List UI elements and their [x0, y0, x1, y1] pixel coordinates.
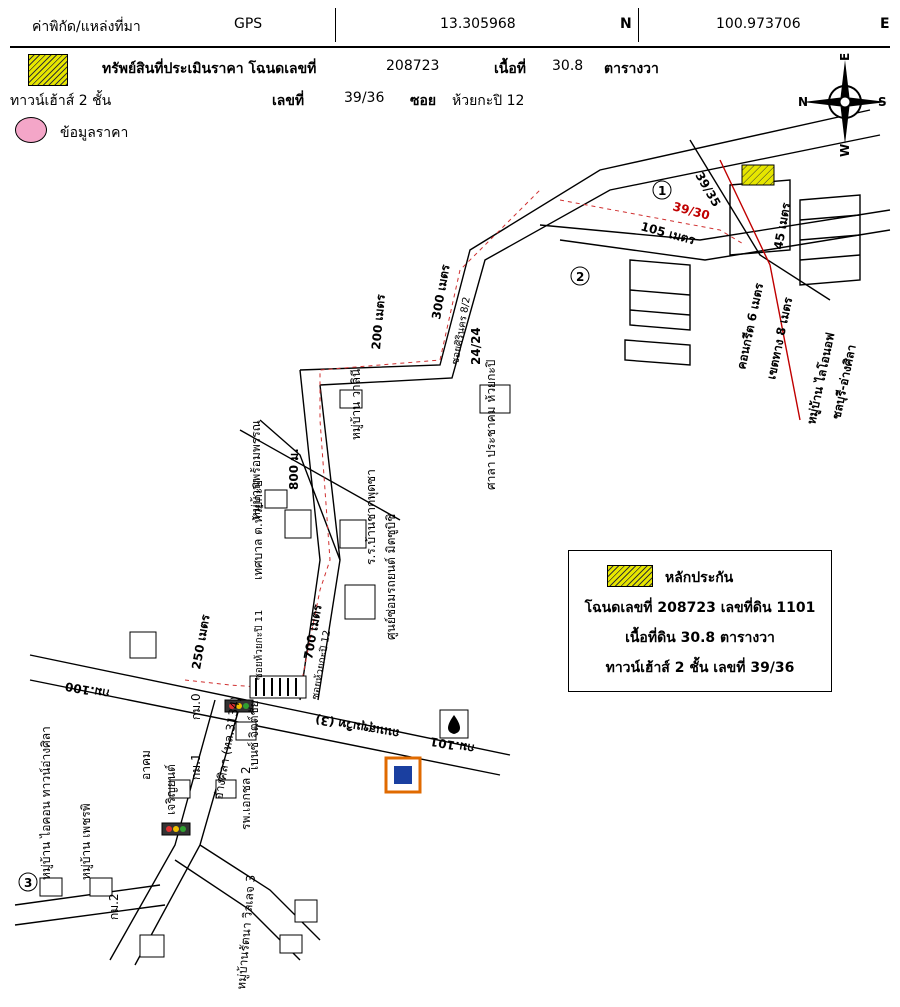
legend-area: เนื้อที่ดิน 30.8 ตารางวา — [625, 630, 775, 646]
traffic-light-icon — [161, 822, 191, 836]
deed-number: 208723 — [386, 58, 440, 74]
marker-2-label: 2 — [576, 270, 584, 284]
compass-w: W — [838, 144, 852, 157]
dist-300: 300 เมตร — [429, 263, 453, 321]
km0: กม.0 — [189, 693, 203, 720]
header-divider — [335, 8, 336, 42]
house-number: 39/36 — [344, 90, 385, 106]
marker-2 — [570, 266, 590, 286]
collateral-swatch — [28, 54, 68, 86]
benz: เบนซ์ จิตต์ชัย — [247, 700, 261, 770]
compass-rose-icon — [803, 60, 887, 144]
marker-1-label: 1 — [658, 184, 666, 198]
house-number-label: เลขที่ — [272, 93, 305, 109]
road-network — [14, 109, 891, 966]
marker-1 — [652, 180, 672, 200]
compass-e: E — [838, 53, 852, 61]
legend-title: หลักประกัน — [665, 570, 734, 586]
coord-source: GPS — [234, 16, 263, 32]
legend-box: หลักประกัน โฉนดเลขที่ 208723 เลขที่ดิน 1… — [568, 550, 832, 692]
price-info-marker — [15, 117, 47, 143]
chonburi-angsila: ชลบุรี-อ่างศิลา — [829, 343, 859, 421]
compass-n: N — [798, 95, 808, 109]
km2: กม.2 — [107, 893, 121, 920]
collateral-marker — [741, 164, 775, 186]
property-type: ทาวน์เฮ้าส์ 2 ชั้น — [10, 93, 112, 109]
soi-label: ซอย — [410, 93, 437, 109]
header-rule — [10, 46, 890, 48]
area-label: เนื้อที่ — [494, 61, 526, 77]
red-road — [719, 159, 801, 421]
plot-3935: 39/35 — [692, 170, 723, 210]
school: ร.ร.บ้านชากพุดซา — [364, 469, 379, 565]
coord-label: ค่าพิกัด/แหล่งที่มา — [32, 19, 141, 35]
village-rattana: หมู่บ้านรัตนา วิลเลจ 3 — [234, 874, 259, 990]
legend-type: ทาวน์เฮ้าส์ 2 ชั้น เลขที่ 39/36 — [605, 660, 795, 676]
soi-huai-11: ซอยห้วยกะปิ 11 — [253, 610, 265, 680]
longitude-direction: E — [880, 16, 890, 32]
village-walini: หมู่บ้าน วาลินี — [349, 369, 364, 440]
jaroen-yont: เจริญยนต์ — [164, 764, 178, 815]
atom: อาคม — [139, 750, 153, 780]
marker-3-label: 3 — [24, 876, 32, 890]
hospital: รพ.เอกชล 2 — [239, 766, 253, 830]
road-reserve: เขตทาง 8 เมตร — [764, 295, 795, 380]
longitude-value: 100.973706 — [716, 16, 801, 32]
marker-3 — [18, 872, 38, 892]
dist-200: 200 เมตร — [369, 293, 388, 350]
village-pattaya: หมู่บ้าน เพชรพิ — [79, 803, 94, 880]
sukhumvit-road: ถนนสุขุมวิท (3) — [314, 711, 401, 741]
traffic-light-icon — [224, 699, 254, 713]
legend-deed: โฉนดเลขที่ 208723 เลขที่ดิน 1101 — [584, 600, 816, 616]
header-row: ค่าพิกัด/แหล่งที่มา GPS 13.305968 N 100.… — [0, 0, 900, 46]
area-unit: ตารางวา — [604, 61, 659, 77]
concrete-road: คอนกรีต 6 เมตร — [734, 281, 766, 370]
municipality: เทศบาล ต.ห้วยกะปิ — [251, 480, 265, 580]
price-info-label: ข้อมูลราคา — [60, 125, 129, 141]
village-prompon: หมู่บ้านพร้อมพรรณ — [249, 420, 264, 520]
km100: กม.100 — [64, 679, 111, 701]
flame-icon — [448, 715, 460, 734]
latitude-value: 13.305968 — [440, 16, 516, 32]
dist-250: 250 เมตร — [189, 613, 213, 671]
plot-3930: 39/30 — [671, 199, 711, 222]
building-icons — [39, 384, 511, 958]
bank-icon-inner — [394, 766, 412, 784]
mitsu-service: ศูนย์ซ่อมรถยนต์ มิตซูบิชิ — [384, 514, 399, 640]
legend-swatch — [607, 565, 653, 587]
latitude-direction: N — [620, 16, 632, 32]
crosswalk-stripes — [255, 678, 297, 696]
area-value: 30.8 — [552, 58, 584, 74]
dist-800: 800 ม. — [287, 448, 301, 490]
header-divider — [638, 8, 639, 42]
village-icon: หมู่บ้าน ไอคอน ทาวน์อ่างศิลา — [39, 726, 54, 880]
property-label: ทรัพย์สินที่ประเมินราคา โฉนดเลขที่ — [102, 61, 317, 77]
soi-2424: 24/24 — [469, 327, 483, 365]
soi-value: ห้วยกะปิ 12 — [452, 93, 525, 109]
sala-prachakom: ศาลา ประชาคม ห้วยกะปิ — [484, 360, 498, 490]
compass-s: S — [878, 95, 887, 109]
km1: กม.1 — [189, 753, 203, 780]
bank-icon — [384, 756, 422, 794]
